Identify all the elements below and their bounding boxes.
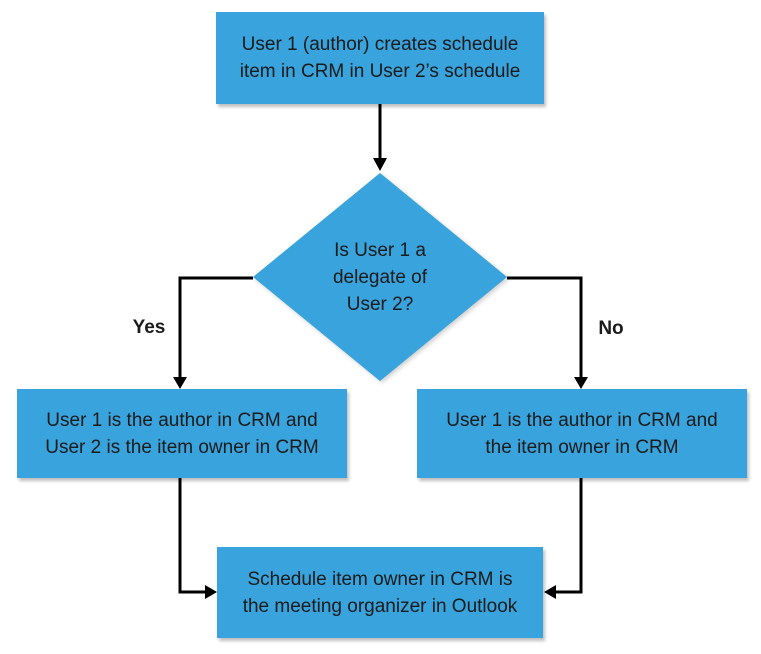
arrow-start-to-decision	[373, 104, 387, 171]
no-result-node: User 1 is the author in CRM and the item…	[417, 389, 747, 478]
arrow-yes-to-end	[178, 478, 217, 599]
yes-branch-label: Yes	[132, 317, 166, 338]
no-branch-label: No	[598, 318, 624, 339]
start-node: User 1 (author) creates schedule item in…	[216, 12, 544, 104]
arrow-decision-to-yes	[173, 276, 253, 389]
decision-node: Is User 1 a delegate of User 2?	[253, 173, 507, 381]
decision-node-shape: Is User 1 a delegate of User 2?	[253, 173, 507, 381]
arrow-decision-to-no	[507, 276, 588, 389]
end-node: Schedule item owner in CRM is the meetin…	[217, 547, 543, 638]
arrow-no-to-end	[544, 478, 583, 599]
yes-result-node: User 1 is the author in CRM and User 2 i…	[17, 389, 347, 478]
